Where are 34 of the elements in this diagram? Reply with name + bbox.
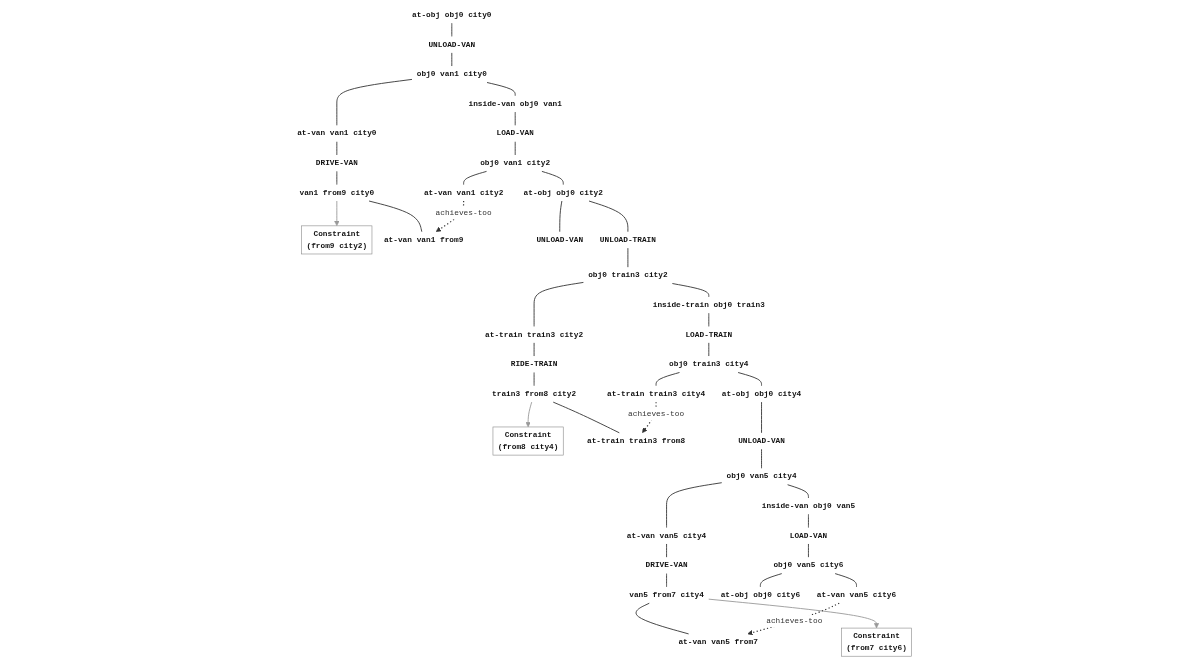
connector	[559, 200, 563, 233]
connector	[336, 78, 413, 126]
arrow	[642, 401, 657, 434]
connector	[336, 170, 338, 185]
arrow	[747, 602, 840, 636]
connector	[808, 543, 809, 558]
connector	[368, 200, 423, 233]
connector	[671, 283, 710, 298]
connector	[451, 22, 453, 37]
connector	[666, 573, 667, 588]
connector	[787, 484, 809, 499]
connector	[655, 372, 680, 387]
connector	[708, 312, 710, 327]
connector	[336, 141, 338, 156]
connector	[463, 170, 487, 185]
connector	[486, 82, 516, 97]
connector	[759, 573, 783, 588]
connector	[514, 111, 516, 126]
connector	[737, 372, 762, 387]
connector	[541, 170, 564, 185]
connector	[761, 448, 762, 469]
connector	[451, 52, 453, 67]
connector	[666, 543, 667, 558]
arrow	[435, 200, 465, 232]
connector	[708, 342, 710, 357]
connector	[552, 401, 620, 434]
connector	[635, 602, 690, 635]
connector	[666, 482, 723, 528]
connector	[834, 573, 857, 588]
connector	[588, 200, 629, 233]
connector	[533, 281, 584, 327]
connector	[761, 401, 762, 434]
connector	[514, 141, 516, 156]
connector	[808, 513, 809, 528]
